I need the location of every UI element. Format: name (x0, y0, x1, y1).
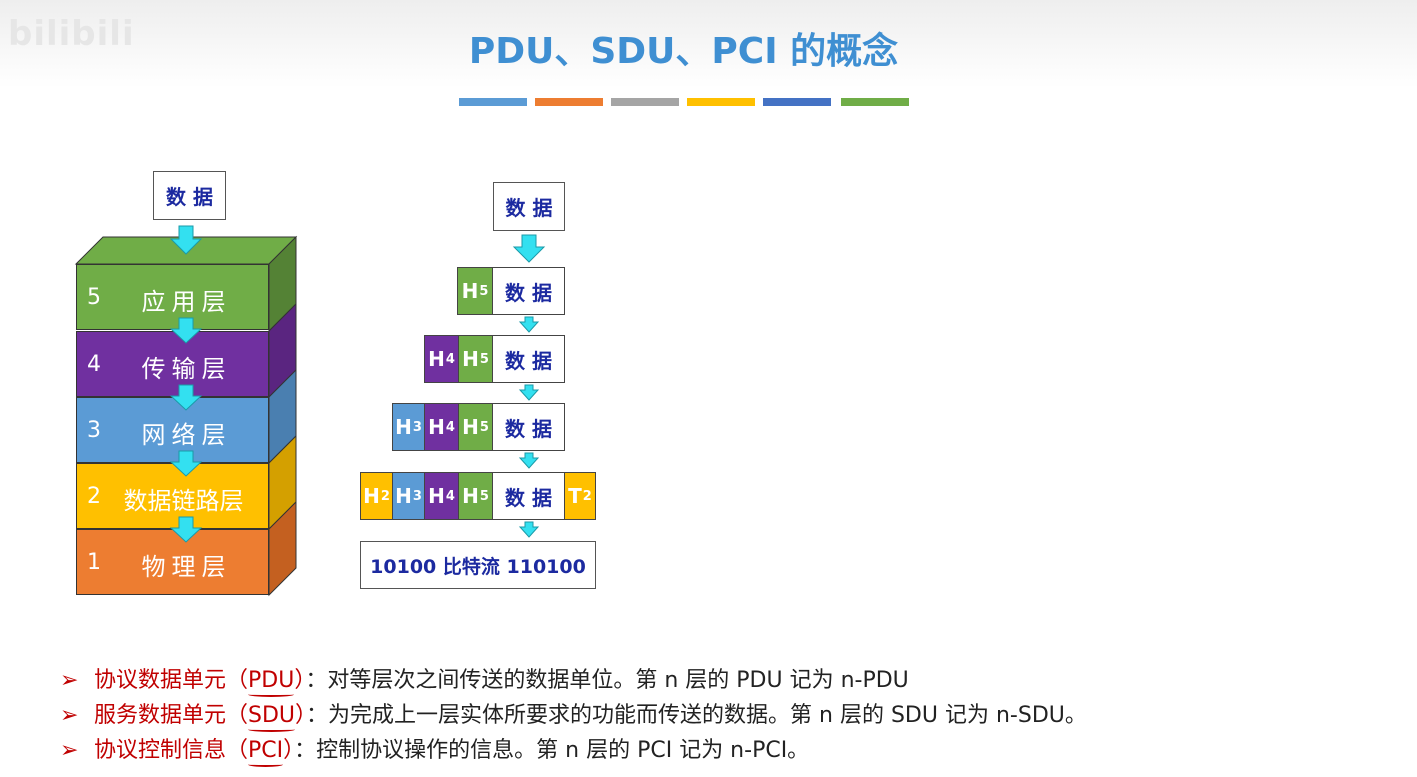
arrow-down-icon (169, 225, 203, 255)
page-title: PDU、SDU、PCI 的概念 (468, 31, 899, 72)
data-cell: 数 据 (492, 267, 565, 315)
layer-2: 2 数据链路层 (76, 463, 269, 529)
stack-input-data: 数 据 (153, 171, 226, 220)
definition-sdu: ➢ 服务数据单元（SDU）：为完成上一层实体所要求的功能而传送的数据。第 n 层的… (60, 697, 1087, 729)
deco-bar-5 (763, 98, 831, 106)
definition-term-close: ） (294, 668, 306, 693)
side-face-1 (268, 500, 297, 597)
definition-abbr: SDU (248, 703, 296, 728)
arrow-down-icon (518, 521, 540, 538)
arrow-down-icon (512, 234, 546, 263)
encap-input-data: 数 据 (493, 182, 565, 231)
layer-2-name: 数据链路层 (123, 487, 244, 515)
layer-5-number: 5 (87, 285, 101, 310)
layer-3-number: 3 (87, 418, 101, 443)
layer-5-name: 应用层 (141, 288, 232, 316)
definition-abbr: PDU (248, 668, 295, 693)
arrow-down-icon (518, 452, 540, 469)
definition-term: 协议控制信息（ (94, 738, 249, 763)
deco-bar-2 (535, 98, 603, 106)
bitstream-box: 10100 比特流 110100 (360, 541, 596, 589)
definition-text: ：控制协议操作的信息。第 n 层的 PCI 记为 n-PCI。 (294, 738, 810, 763)
deco-bar-4 (687, 98, 755, 106)
arrow-down-icon (169, 516, 203, 543)
arrow-down-icon (169, 317, 203, 344)
arrow-down-icon (518, 316, 540, 333)
layer-1-name: 物理层 (141, 553, 232, 581)
definition-term: 协议数据单元（ (94, 668, 249, 693)
layer-1-number: 1 (87, 550, 101, 575)
definition-term-close: ） (295, 703, 307, 728)
layer-4: 4 传输层 (76, 331, 269, 397)
deco-bar-3 (611, 98, 679, 106)
definition-pdu: ➢ 协议数据单元（PDU）：对等层次之间传送的数据单位。第 n 层的 PDU 记为… (60, 662, 909, 694)
header-bar (0, 0, 1417, 88)
arrow-down-icon (169, 450, 203, 477)
bullet-arrow-icon: ➢ (60, 668, 79, 693)
layer-5: 5 应用层 (76, 264, 269, 330)
definition-abbr: PCI (248, 738, 284, 763)
layer-2-number: 2 (87, 484, 101, 509)
layer-3-name: 网络层 (141, 421, 232, 449)
bullet-arrow-icon: ➢ (60, 703, 79, 728)
definition-term: 服务数据单元（ (94, 703, 249, 728)
definition-term-close: ） (283, 738, 295, 763)
bullet-arrow-icon: ➢ (60, 738, 79, 763)
data-cell: 数 据 (492, 403, 565, 451)
arrow-down-icon (518, 384, 540, 401)
layer-1: 1 物理层 (76, 529, 269, 595)
arrow-down-icon (169, 384, 203, 411)
definition-text: ：对等层次之间传送的数据单位。第 n 层的 PDU 记为 n-PDU (305, 668, 909, 693)
watermark: bilibili (8, 14, 135, 54)
layer-4-name: 传输层 (141, 355, 232, 383)
definition-pci: ➢ 协议控制信息（PCI）：控制协议操作的信息。第 n 层的 PCI 记为 n-P… (60, 732, 809, 764)
layer-4-number: 4 (87, 352, 101, 377)
deco-bar-6 (841, 98, 909, 106)
data-cell: 数 据 (492, 335, 565, 383)
definition-text: ：为完成上一层实体所要求的功能而传送的数据。第 n 层的 SDU 记为 n-SD… (306, 703, 1087, 728)
deco-bar-1 (459, 98, 527, 106)
